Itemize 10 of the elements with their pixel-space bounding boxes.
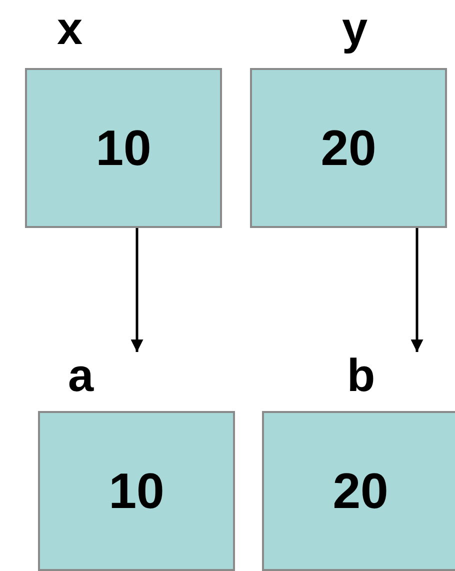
value-text: 20: [332, 465, 388, 517]
variable-name: y: [342, 5, 368, 51]
variable-name: a: [68, 352, 94, 398]
variable-name: x: [57, 5, 83, 51]
value-text: 10: [96, 122, 152, 174]
value-text: 20: [320, 122, 376, 174]
variable-name: b: [347, 352, 376, 398]
value-text: 10: [108, 465, 164, 517]
arrow: [130, 228, 144, 352]
arrow: [410, 228, 424, 352]
